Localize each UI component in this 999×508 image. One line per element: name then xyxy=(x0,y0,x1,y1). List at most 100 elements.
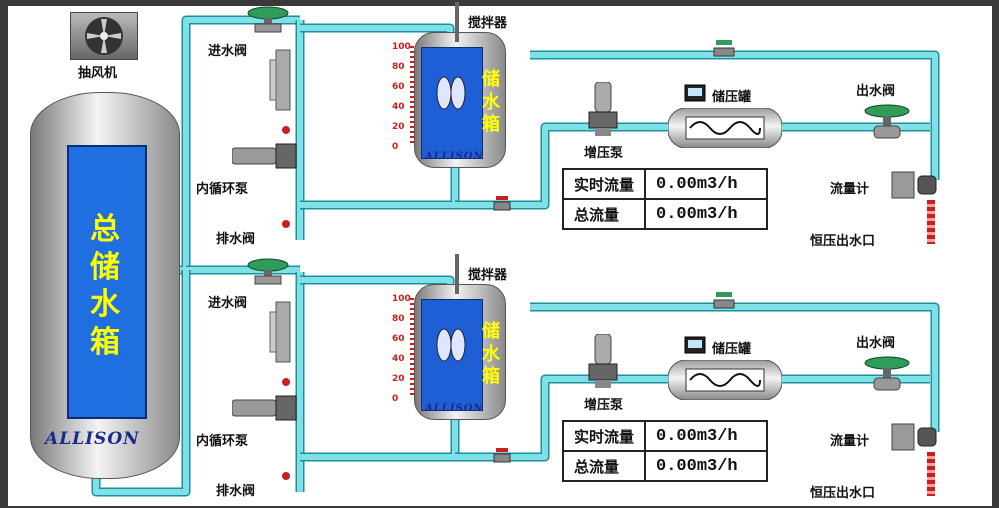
valve-body-icon xyxy=(493,201,511,211)
valve-handwheel-icon xyxy=(247,6,289,20)
drain-valve[interactable] xyxy=(492,448,512,464)
valve-body-icon xyxy=(713,299,735,309)
valve-stem-icon xyxy=(264,18,272,26)
valve-body-icon xyxy=(873,125,901,139)
valve-body-icon xyxy=(873,377,901,391)
flow-sensor-icon xyxy=(917,427,937,447)
pressure-tank-label: 储压罐 xyxy=(712,342,752,357)
valve-body-icon xyxy=(254,23,282,33)
booster-pump[interactable] xyxy=(585,82,621,142)
pressure-gauge xyxy=(684,336,706,354)
flow-meter-body-icon xyxy=(891,423,915,451)
fan-label: 抽风机 xyxy=(78,66,118,81)
heating-coil-icon xyxy=(689,373,761,387)
scale-tick-label: 0 xyxy=(392,394,399,404)
agitator-impeller-icon xyxy=(436,76,466,110)
pump-motor-icon xyxy=(594,334,612,365)
coil-window-icon xyxy=(685,116,765,140)
valve-handle-icon xyxy=(716,292,732,297)
total-flow-label: 总流量 xyxy=(561,198,647,230)
valve-handwheel-icon xyxy=(864,356,910,370)
outlet-line-valve[interactable] xyxy=(712,292,736,310)
circulation-pump-label: 内循环泵 xyxy=(196,434,249,449)
drain-indicator-icon xyxy=(282,220,290,228)
unit1-circulation-return-pipe-edge xyxy=(300,417,460,462)
unit1-circulation-return-pipe xyxy=(300,417,458,460)
pump-body-icon xyxy=(588,363,618,381)
outlet-line-valve[interactable] xyxy=(712,40,736,58)
flow-meter-body-icon xyxy=(891,171,915,199)
scale-tick-label: 60 xyxy=(392,82,405,92)
drain-valve-label: 排水阀 xyxy=(216,484,256,499)
unit0-circulation-return-pipe xyxy=(300,165,458,208)
pressure-tank xyxy=(668,108,782,148)
pump-body-icon xyxy=(588,111,618,129)
valve-handle-icon xyxy=(496,448,508,452)
constant-pressure-outlet-label: 恒压出水口 xyxy=(810,486,876,501)
agitator-shaft xyxy=(455,2,459,42)
exhaust-fan[interactable] xyxy=(70,12,138,60)
scale-tick-label: 80 xyxy=(392,62,405,72)
realtime-flow-value: 0.00m3/h xyxy=(644,420,769,452)
valve-handwheel-icon xyxy=(864,104,910,118)
valve-handle-icon xyxy=(496,196,508,200)
pressure-tank xyxy=(668,360,782,400)
scale-bar xyxy=(410,298,414,398)
total-flow-value: 0.00m3/h xyxy=(644,198,769,230)
tank-brand: ALLISON xyxy=(425,151,484,162)
flow-meter-label: 流量计 xyxy=(830,434,870,449)
agitator-shaft xyxy=(455,254,459,294)
scale-tick-label: 0 xyxy=(392,142,399,152)
coil-window-icon xyxy=(685,368,765,392)
inlet-valve[interactable] xyxy=(245,6,291,34)
indicator-icon xyxy=(282,126,290,134)
agitator-label: 搅拌器 xyxy=(468,16,508,31)
main-tank-brand: ALLISON xyxy=(45,429,140,449)
flow-meter xyxy=(891,423,937,451)
unit1-outlet-top-pipe xyxy=(530,304,938,432)
booster-pump[interactable] xyxy=(585,334,621,394)
pump-motor-icon xyxy=(594,82,612,113)
filter-housing-icon xyxy=(275,49,291,111)
total-flow-row: 总流量 0.00m3/h xyxy=(561,198,769,230)
pressure-gauge xyxy=(684,84,706,102)
unit0-outlet-top-pipe xyxy=(530,52,938,180)
realtime-flow-value: 0.00m3/h xyxy=(644,168,769,200)
inlet-valve[interactable] xyxy=(245,258,291,286)
valve-body-icon xyxy=(254,275,282,285)
main-bottom-pipe xyxy=(93,270,189,495)
filter-cartridge-icon xyxy=(269,311,277,353)
valve-handwheel-icon xyxy=(247,258,289,272)
drain-valve[interactable] xyxy=(492,196,512,212)
pump-head-icon xyxy=(275,395,297,421)
outlet-indicator xyxy=(927,200,935,244)
agitator-impeller-icon xyxy=(436,328,466,362)
flow-meter-label: 流量计 xyxy=(830,182,870,197)
scale-tick-label: 20 xyxy=(392,122,405,132)
flow-readout-table: 实时流量 0.00m3/h 总流量 0.00m3/h xyxy=(561,420,769,482)
circulation-pump[interactable] xyxy=(232,292,302,492)
scale-tick-label: 80 xyxy=(392,314,405,324)
pump-base-icon xyxy=(595,128,611,136)
constant-pressure-outlet-label: 恒压出水口 xyxy=(810,234,876,249)
circulation-pump[interactable] xyxy=(232,40,302,240)
circulation-pump-label: 内循环泵 xyxy=(196,182,249,197)
valve-body-icon xyxy=(493,453,511,463)
agitated-tank: 储水箱 ALLISON xyxy=(414,284,506,420)
total-flow-label: 总流量 xyxy=(561,450,647,482)
main-tank-window xyxy=(67,145,147,419)
outlet-valve[interactable] xyxy=(862,104,912,144)
outlet-valve[interactable] xyxy=(862,356,912,396)
booster-pump-label: 增压泵 xyxy=(584,398,624,413)
flow-meter xyxy=(891,171,937,199)
tank-label: 储水箱 xyxy=(482,321,500,387)
drain-valve-label: 排水阀 xyxy=(216,232,256,247)
main-tank-label: 总储水箱 xyxy=(90,212,120,360)
realtime-flow-row: 实时流量 0.00m3/h xyxy=(561,420,769,452)
drain-indicator-icon xyxy=(282,472,290,480)
main-storage-tank: 总储水箱 ALLISON xyxy=(30,92,180,479)
outlet-valve-label: 出水阀 xyxy=(856,84,896,99)
fan-icon xyxy=(85,17,123,55)
